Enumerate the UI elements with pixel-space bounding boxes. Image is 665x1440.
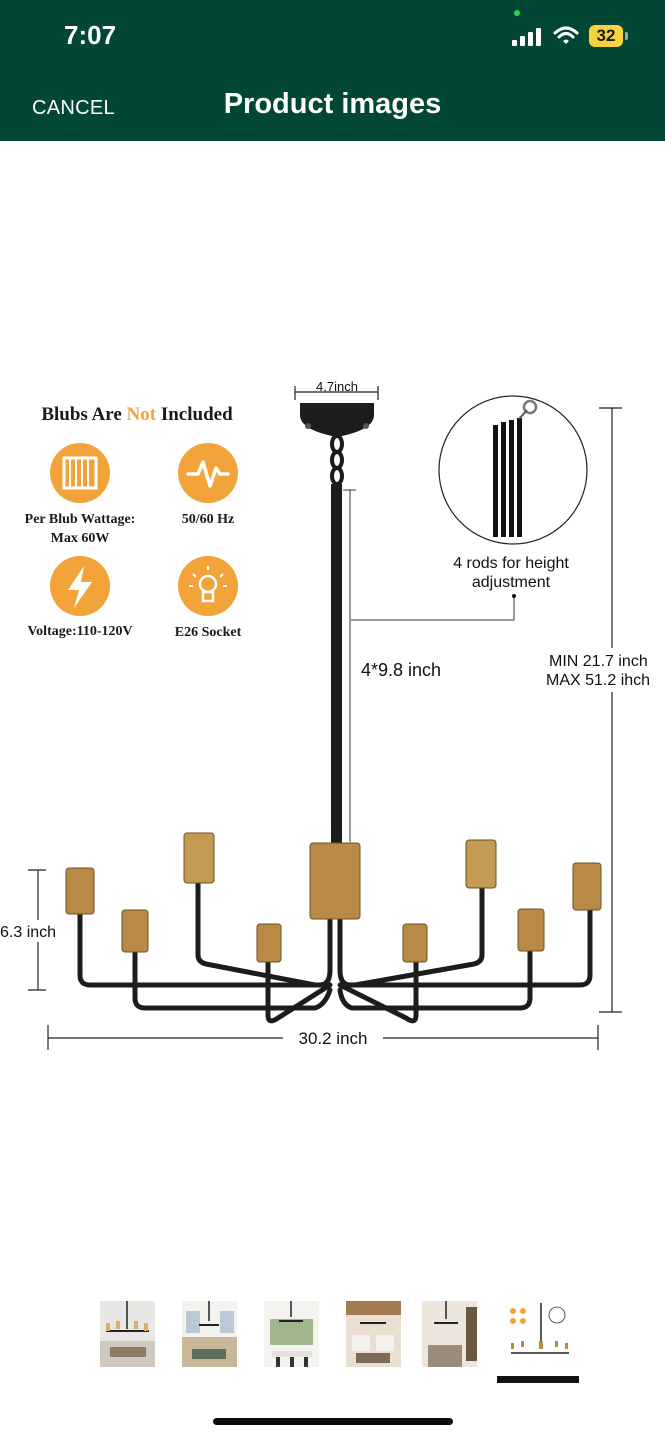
top-bar: 7:07 32 CANCEL Product images — [0, 0, 665, 141]
thumbnail-1[interactable] — [100, 1301, 155, 1367]
page-title: Product images — [223, 88, 442, 120]
thumbnail-6-selected[interactable] — [505, 1301, 571, 1367]
chandelier-rod — [331, 484, 342, 844]
status-time: 7:07 — [64, 20, 117, 50]
selected-thumbnail-indicator — [497, 1376, 579, 1383]
thumbnail-2[interactable] — [182, 1301, 237, 1367]
rods-caption-line2: adjustment — [472, 574, 551, 591]
battery-tip — [625, 32, 628, 40]
privacy-indicator-dot — [514, 10, 520, 16]
bulbs-heading-accent: Not — [127, 404, 157, 425]
rod-length-label: 4*9.8 inch — [361, 660, 441, 680]
spec-frequency: 50/60 Hz — [182, 512, 235, 527]
bulb-sockets — [65, 832, 602, 963]
rods-detail — [438, 395, 588, 545]
cancel-button[interactable]: CANCEL — [32, 97, 115, 119]
thumbnail-3[interactable] — [264, 1301, 319, 1367]
height-min-label: MIN 21.7 inch — [549, 653, 648, 670]
spec-voltage: Voltage:110-120V — [27, 624, 132, 639]
rods-caption-line1: 4 rods for height — [453, 555, 569, 572]
thumbnail-4[interactable] — [346, 1301, 401, 1367]
arm-height-label: 6.3 inch — [0, 924, 56, 941]
home-indicator — [213, 1418, 453, 1425]
wifi-icon — [553, 26, 579, 44]
frequency-icon — [178, 443, 238, 503]
height-max-label: MAX 51.2 ihch — [546, 672, 650, 689]
thumbnail-5[interactable] — [422, 1301, 477, 1367]
product-image: Blubs Are Not Included Per Blub Wattage:… — [0, 379, 665, 1050]
chandelier-arms — [77, 880, 593, 1024]
canopy-width-label: 4.7inch — [316, 379, 358, 394]
spec-wattage-line2: Max 60W — [51, 531, 110, 546]
spec-socket: E26 Socket — [175, 625, 242, 640]
spec-wattage-line1: Per Blub Wattage: — [25, 512, 136, 527]
chandelier-canopy — [300, 403, 374, 486]
bulb-icon — [178, 556, 238, 616]
battery-icon: 32 — [589, 25, 623, 47]
cellular-signal-icon — [512, 28, 541, 46]
total-width-label: 30.2 inch — [299, 1029, 368, 1048]
lightning-icon — [50, 556, 110, 616]
bulbs-heading: Blubs Are Not Included — [41, 404, 233, 425]
wattage-icon — [50, 443, 110, 503]
